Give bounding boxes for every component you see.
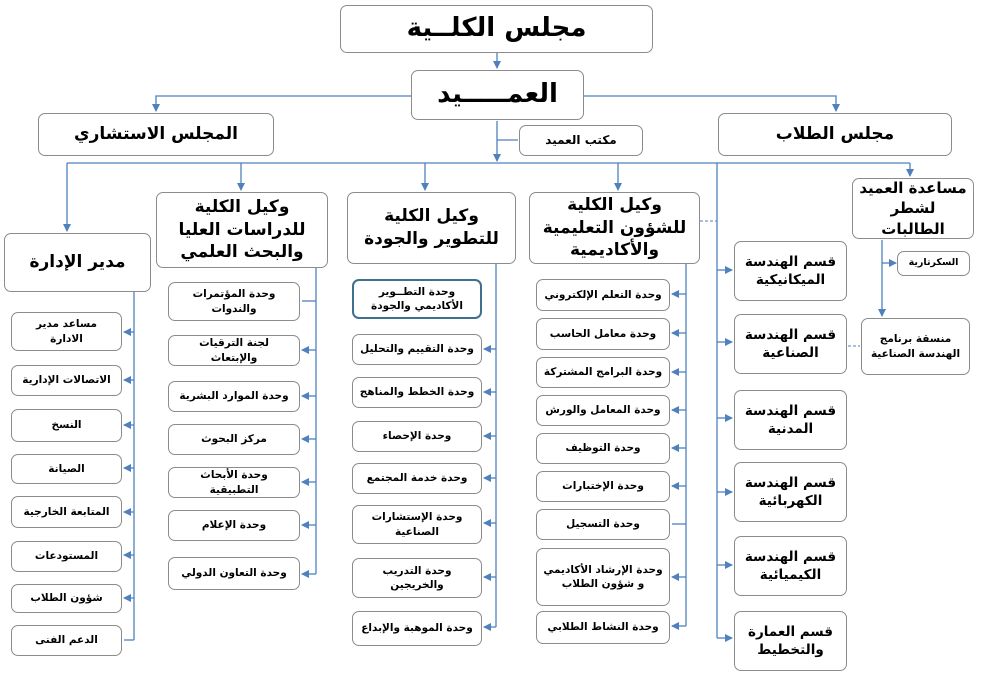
admin-unit[interactable]: مساعد مدير الادارة: [11, 312, 122, 351]
development-unit[interactable]: وحدة الإستشارات الصناعية: [352, 505, 482, 544]
academic-unit[interactable]: وحدة المعامل والورش: [536, 395, 670, 426]
academic-unit[interactable]: وحدة البرامج المشتركة: [536, 357, 670, 388]
postgrad-unit[interactable]: لجنة الترقيات والإبتعاث: [168, 335, 300, 366]
faculty-council[interactable]: مجلس الكلــية: [340, 5, 653, 53]
postgrad-unit[interactable]: مركز البحوث: [168, 424, 300, 455]
academic-unit[interactable]: وحدة التسجيل: [536, 509, 670, 540]
department[interactable]: قسم الهندسة الكيميائية: [734, 536, 847, 596]
vice-dean-academic-affairs[interactable]: وكيل الكلية للشؤون التعليمية والأكاديمية: [529, 192, 700, 264]
department[interactable]: قسم العمارة والتخطيط: [734, 611, 847, 671]
admin-director[interactable]: مدير الإدارة: [4, 233, 151, 292]
postgrad-unit[interactable]: وحدة التعاون الدولي: [168, 557, 300, 590]
admin-unit[interactable]: النسخ: [11, 409, 122, 442]
admin-unit[interactable]: الاتصالات الإدارية: [11, 365, 122, 396]
vice-dean-postgrad-research[interactable]: وكيل الكلية للدراسات العليا والبحث العلم…: [156, 192, 328, 268]
academic-unit[interactable]: وحدة النشاط الطلابي: [536, 611, 670, 644]
development-unit[interactable]: وحدة الإحصاء: [352, 421, 482, 452]
postgrad-unit[interactable]: وحدة المؤتمرات والندوات: [168, 282, 300, 321]
academic-unit[interactable]: وحدة التعلم الإلكتروني: [536, 279, 670, 311]
department[interactable]: قسم الهندسة الصناعية: [734, 314, 847, 374]
academic-unit[interactable]: وحدة الإختبارات: [536, 471, 670, 502]
admin-unit[interactable]: الصيانة: [11, 454, 122, 484]
student-council[interactable]: مجلس الطلاب: [718, 113, 952, 156]
dean-office[interactable]: مكتب العميد: [519, 125, 643, 156]
admin-unit[interactable]: شؤون الطلاب: [11, 584, 122, 613]
postgrad-unit[interactable]: وحدة الموارد البشرية: [168, 381, 300, 412]
department[interactable]: قسم الهندسة الكهربائية: [734, 462, 847, 522]
development-unit[interactable]: وحدة الموهبة والإبداع: [352, 611, 482, 646]
industrial-program-coordinator[interactable]: منسقة برنامج الهندسة الصناعية: [861, 318, 970, 375]
dean[interactable]: العمـــــيد: [411, 70, 584, 120]
department[interactable]: قسم الهندسة المدنية: [734, 390, 847, 450]
development-unit[interactable]: وحدة التدريب والخريجين: [352, 558, 482, 598]
secretariat[interactable]: السكرتارية: [897, 251, 970, 276]
development-unit[interactable]: وحدة الخطط والمناهج: [352, 377, 482, 408]
academic-unit[interactable]: وحدة معامل الحاسب: [536, 318, 670, 350]
admin-unit[interactable]: المتابعة الخارجية: [11, 496, 122, 528]
admin-unit[interactable]: الدعم الفنى: [11, 625, 122, 656]
postgrad-unit[interactable]: وحدة الأبحاث التطبيقية: [168, 467, 300, 498]
development-unit-selected[interactable]: وحدة التطــوير الأكاديمي والجودة: [352, 279, 482, 319]
assistant-dean-female-section[interactable]: مساعدة العميد لشطر الطالبات: [852, 178, 974, 239]
academic-unit[interactable]: وحدة التوظيف: [536, 433, 670, 464]
vice-dean-development-quality[interactable]: وكيل الكلية للتطوير والجودة: [347, 192, 516, 264]
academic-unit[interactable]: وحدة الإرشاد الأكاديمي و شؤون الطلاب: [536, 548, 670, 606]
advisory-council[interactable]: المجلس الاستشاري: [38, 113, 274, 156]
development-unit[interactable]: وحدة خدمة المجتمع: [352, 463, 482, 494]
department[interactable]: قسم الهندسة الميكانيكية: [734, 241, 847, 301]
admin-unit[interactable]: المستودعات: [11, 541, 122, 572]
development-unit[interactable]: وحدة التقييم والتحليل: [352, 334, 482, 365]
postgrad-unit[interactable]: وحدة الإعلام: [168, 510, 300, 541]
